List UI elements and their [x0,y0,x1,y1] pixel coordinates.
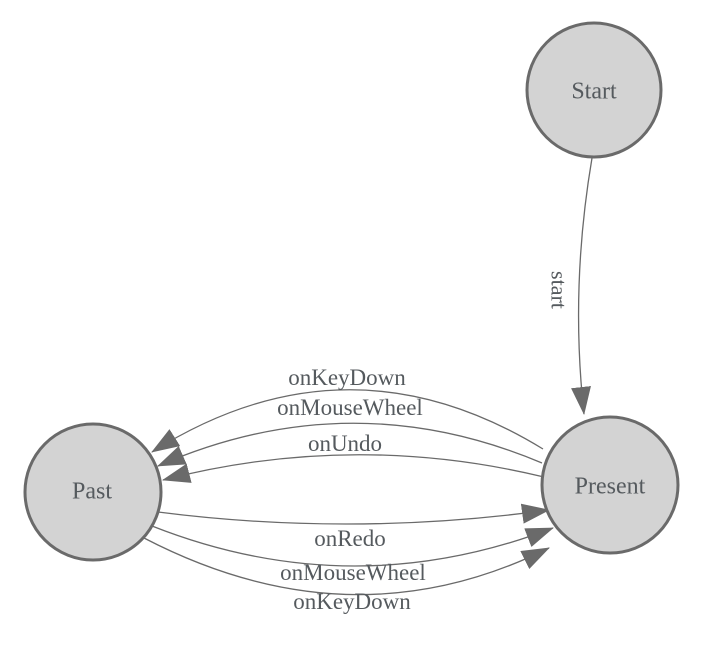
edge-label-start: start [546,271,571,309]
edge-present-to-past-onundo [162,454,545,483]
edge-past-to-present-onredo [157,503,550,525]
node-past-group: Past [23,422,163,562]
edge-label-onmousewheel-top: onMouseWheel [277,395,423,420]
edge-label-onkeydown-bottom: onKeyDown [293,589,411,614]
node-label-past: Past [72,478,112,504]
edge-label-onkeydown-top: onKeyDown [288,365,406,390]
node-present-group: Present [540,415,680,555]
node-past[interactable] [23,422,163,562]
edge-present-to-past-onmousewheel [157,422,543,467]
node-label-present: Present [575,473,646,499]
edge-past-to-present-onkeydown [143,537,550,596]
edge-label-onmousewheel-bottom: onMouseWheel [280,560,426,585]
node-label-start: Start [571,78,617,104]
edge-present-to-past-onkeydown [151,389,544,453]
node-start-group: Start [525,21,663,159]
edge-past-to-present-onmousewheel [151,525,554,567]
node-start[interactable] [525,21,663,159]
node-present[interactable] [540,415,680,555]
edge-label-onredo: onRedo [314,526,386,551]
edge-start-to-present [571,157,593,415]
edge-label-onundo: onUndo [308,431,382,456]
